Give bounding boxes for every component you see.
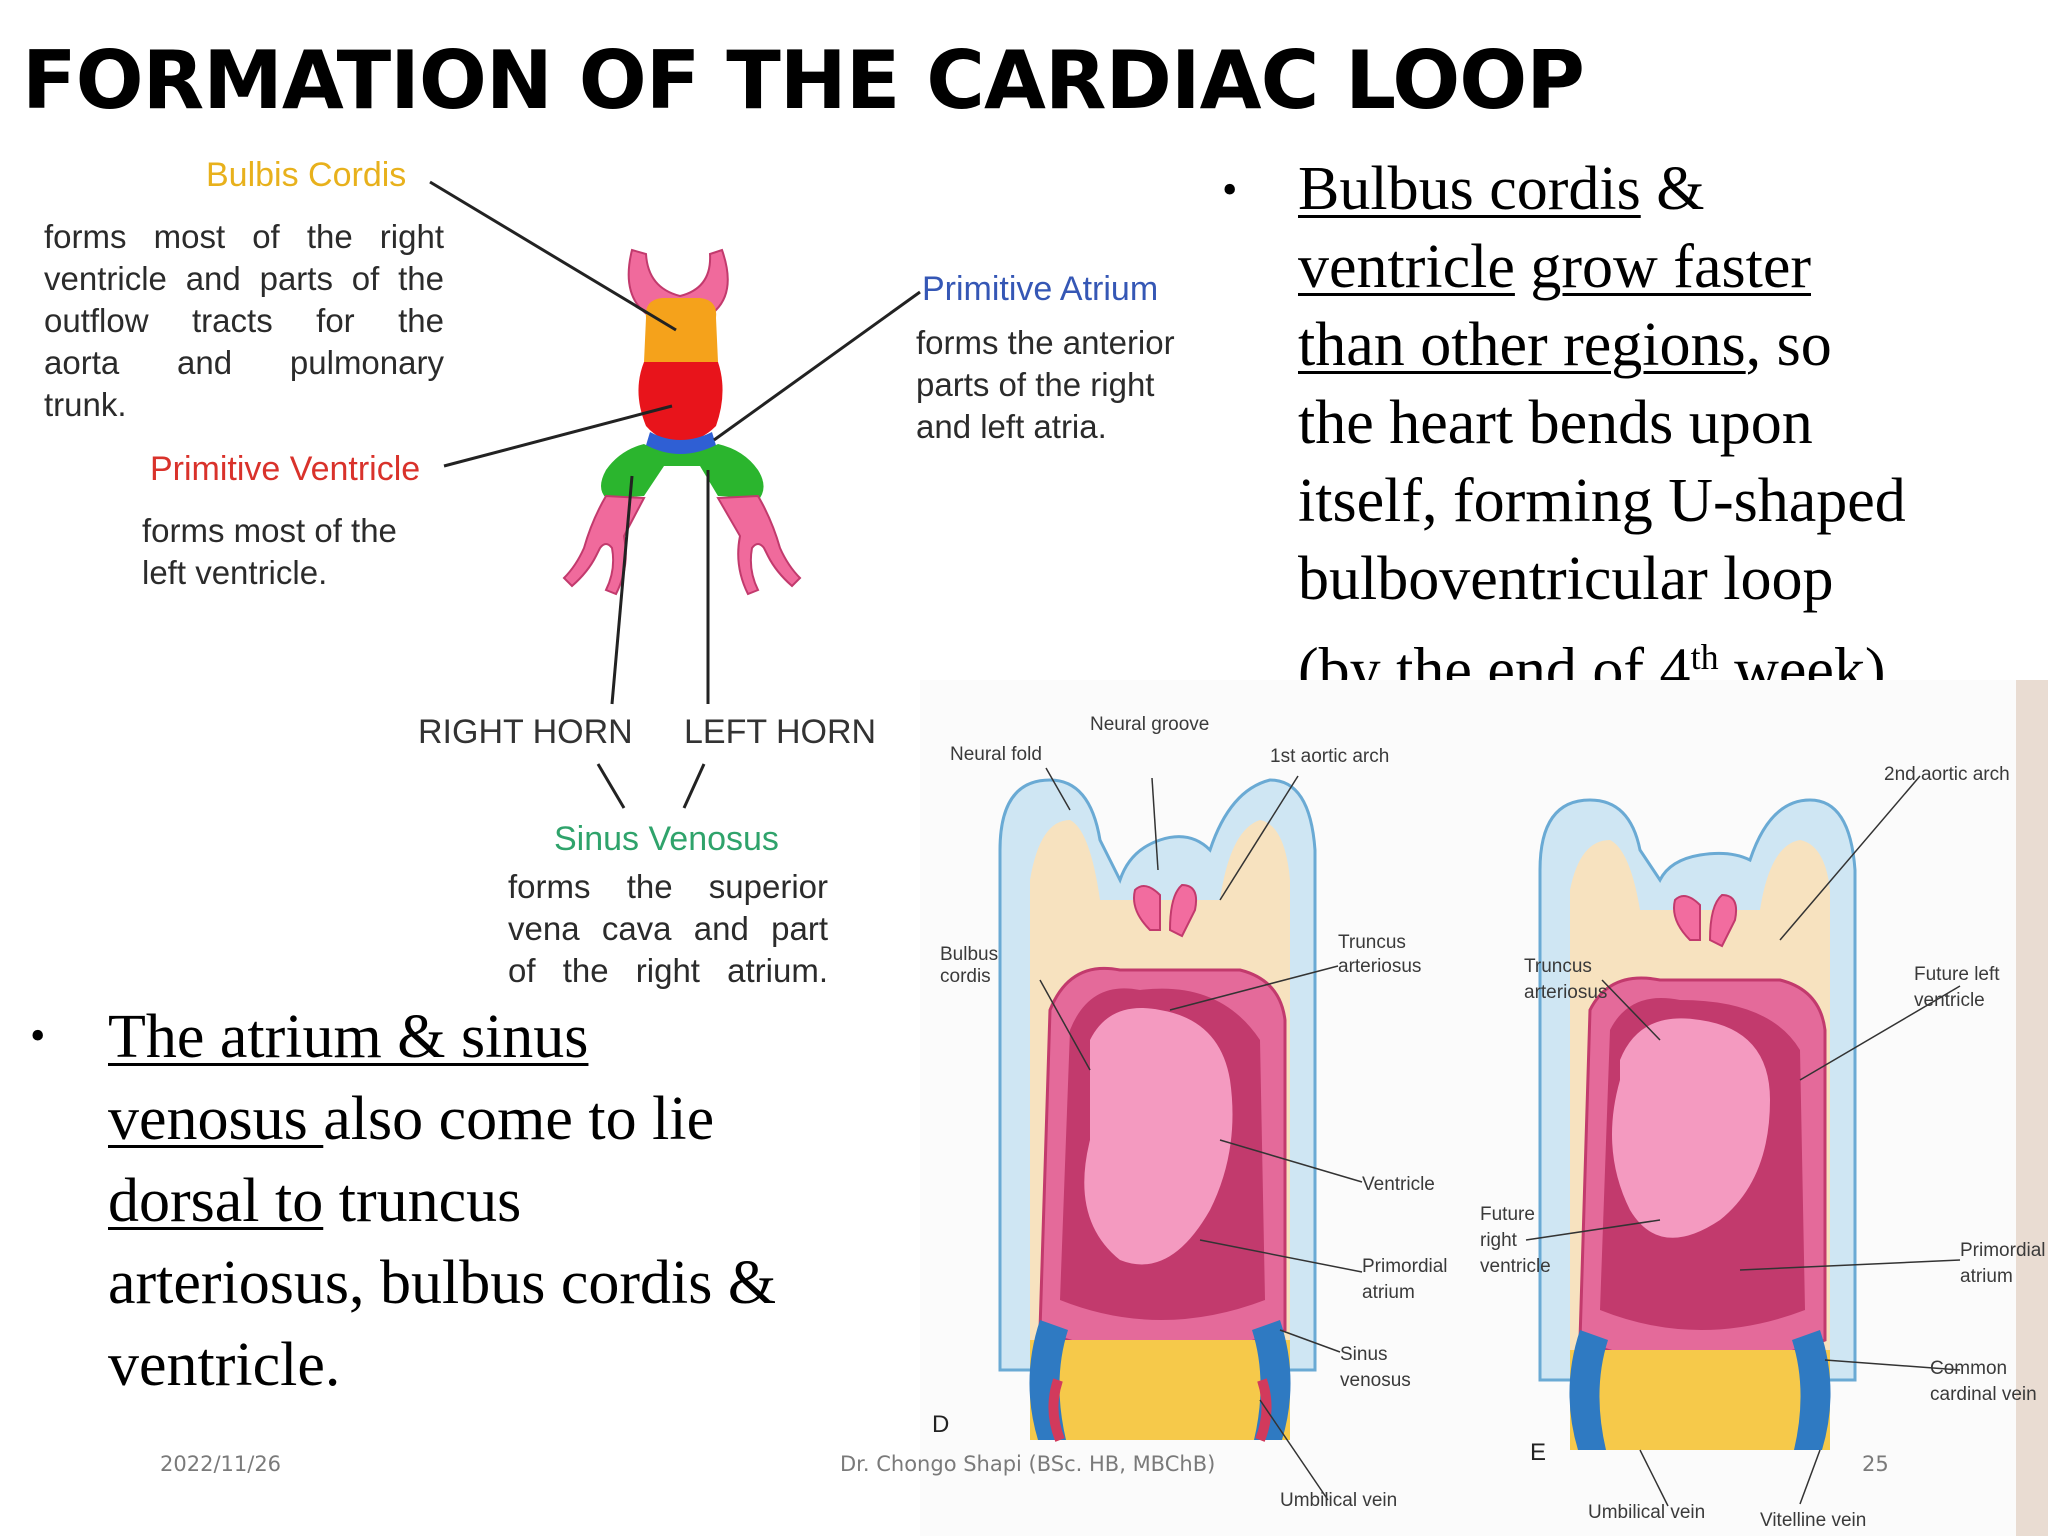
label-sinus: Sinus [1340,1344,1388,1365]
label-venosus: venosus [1340,1370,1411,1391]
leader-sinus-right [682,763,706,809]
label-cardinal-vein: cardinal vein [1930,1384,2037,1405]
ventricle-segment [638,362,723,442]
label-bulbus: Bulbus [940,944,998,965]
label-vitelline-vein: Vitelline vein [1760,1510,1866,1531]
panel-letter-e: E [1530,1439,1546,1466]
footer-author: Dr. Chongo Shapi (BSc. HB, MBChB) [840,1452,1216,1476]
bullet1-u1: Bulbus cordis [1298,155,1641,223]
leader-ventricle [443,404,673,468]
bullet2-u3: dorsal to [108,1167,324,1235]
footer-date: 2022/11/26 [160,1452,282,1476]
bullet1-u2: ventricle [1298,233,1515,301]
panel-letter-d: D [932,1411,949,1438]
leader-sinus-left [596,763,626,809]
bullet-dot-1: • [1222,165,1238,214]
left-horn-label: LEFT HORN [684,713,877,751]
label-future-left: Future left [1914,964,2000,985]
bulbis-cordis-text: forms most of the right ventricle and pa… [44,218,444,423]
label-ventricle-e: ventricle [1914,990,1985,1011]
leader-atrium [713,290,921,442]
sinus-venosus-label: Sinus Venosus [554,820,779,858]
primitive-atrium-label: Primitive Atrium [922,270,1159,308]
label-arteriosus-e: arteriosus [1524,982,1607,1003]
label-future: Future [1480,1204,1535,1225]
label-common: Common [1930,1358,2007,1379]
bullet1-u4: than other regions [1298,311,1746,379]
bulbis-cordis-label: Bulbis Cordis [206,156,407,194]
label-primordial-e: Primordial [1960,1240,2046,1261]
label-cordis: cordis [940,966,991,987]
label-primordial-d: Primordial [1362,1256,1448,1277]
embryo-figure: Neural fold Neural groove 1st aortic arc… [920,680,2048,1536]
vein-legs [562,494,646,596]
bulbis-segment [644,298,718,362]
sinus-segment [601,444,764,498]
label-truncus-d: Truncus [1338,932,1406,953]
label-ventricle-d: Ventricle [1362,1174,1435,1195]
label-umbilical-vein-d: Umbilical vein [1280,1490,1397,1511]
right-horn-label: RIGHT HORN [418,713,633,751]
primitive-ventricle-label: Primitive Ventricle [150,450,421,488]
slide-title: FORMATION OF THE CARDIAC LOOP [22,34,1585,127]
embryo-panel-d: Neural fold Neural groove 1st aortic arc… [932,714,1448,1511]
label-atrium-e: atrium [1960,1266,2013,1287]
bullet1-u3: grow faster [1530,233,1811,301]
embryo-panel-e: 2nd aortic arch Truncus arteriosus Futur… [1480,764,2046,1531]
label-second-aortic-arch: 2nd aortic arch [1884,764,2010,785]
label-arteriosus-d: arteriosus [1338,956,1421,977]
bullet2-u2: venosus [108,1085,324,1153]
primitive-ventricle-text: forms most of the left ventricle. [142,512,397,591]
label-neural-fold: Neural fold [950,744,1042,765]
primitive-atrium-text: forms the anterior parts of the right an… [916,324,1175,445]
leader-bulbis [429,180,677,332]
label-first-aortic-arch: 1st aortic arch [1270,746,1389,767]
label-ventricle2-e: ventricle [1480,1256,1551,1277]
bullet2-u1: The atrium & sinus [108,1003,589,1071]
label-umbilical-vein-e: Umbilical vein [1588,1502,1705,1523]
sinus-venosus-text: forms the superior vena cava and part of… [508,868,828,989]
label-atrium-d: atrium [1362,1282,1415,1303]
leader-right-horn [610,475,634,705]
label-truncus-e: Truncus [1524,956,1592,977]
bullet-dot-2: • [30,1011,46,1060]
footer-page-number: 25 [1862,1452,1889,1476]
label-right: right [1480,1230,1518,1251]
label-neural-groove: Neural groove [1090,714,1209,735]
